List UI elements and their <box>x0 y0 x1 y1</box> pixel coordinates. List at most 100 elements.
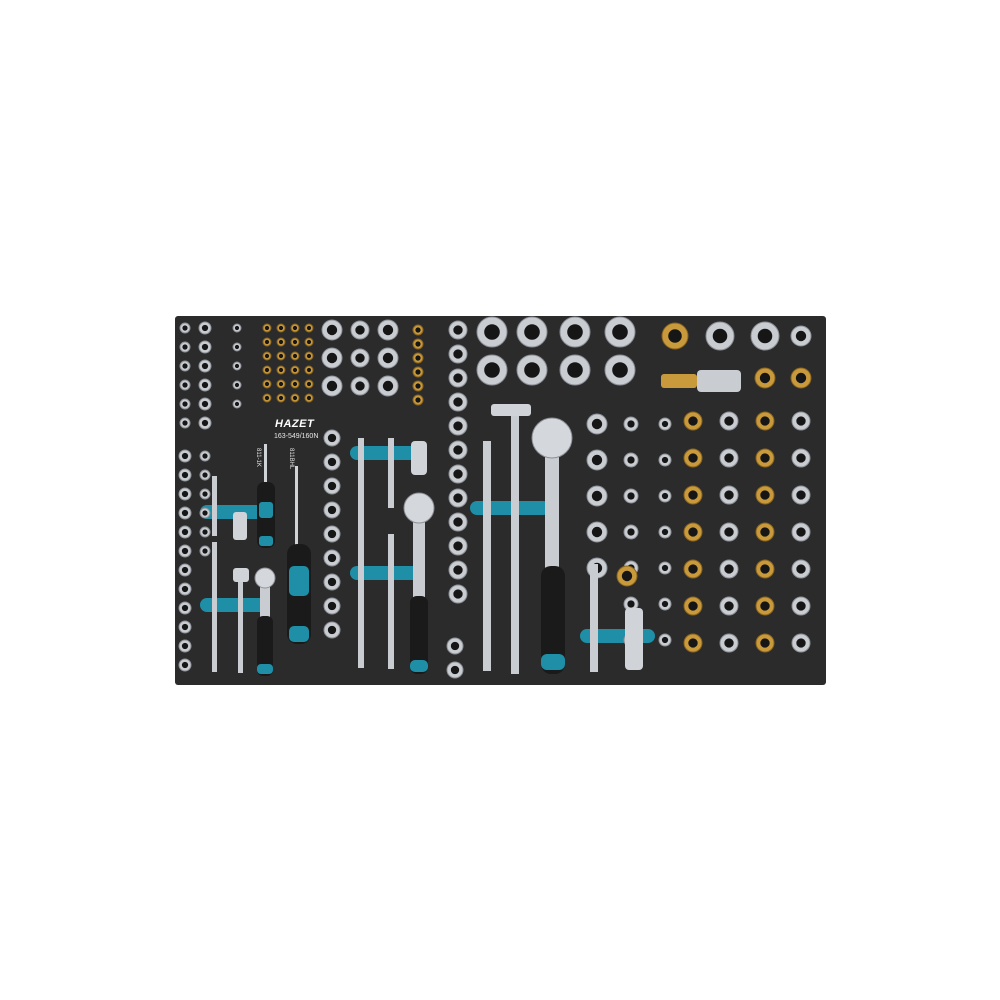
socket <box>323 573 341 591</box>
bit-socket <box>616 565 638 587</box>
universal-joint <box>411 441 427 475</box>
socket <box>179 417 191 429</box>
extension-bar <box>238 578 243 673</box>
bit-socket <box>304 393 314 403</box>
socket <box>232 380 242 390</box>
socket <box>179 322 191 334</box>
socket <box>448 368 468 388</box>
bit-socket <box>290 323 300 333</box>
bit-socket <box>412 324 424 336</box>
socket <box>446 661 464 679</box>
bit-socket <box>290 393 300 403</box>
bit-socket <box>412 338 424 350</box>
socket <box>448 560 468 580</box>
socket <box>232 342 242 352</box>
bit-socket <box>412 394 424 406</box>
socket <box>199 507 211 519</box>
large-ratchet <box>531 417 573 674</box>
bit-socket <box>755 559 775 579</box>
socket <box>350 376 370 396</box>
bit-socket <box>683 522 703 542</box>
extension-bar <box>358 438 364 668</box>
socket <box>323 501 341 519</box>
bit-socket <box>262 351 272 361</box>
socket <box>476 354 508 386</box>
socket <box>199 488 211 500</box>
socket <box>323 549 341 567</box>
socket <box>750 321 780 351</box>
socket <box>705 321 735 351</box>
bit-socket <box>290 337 300 347</box>
bit-socket <box>412 380 424 392</box>
socket <box>791 485 811 505</box>
socket <box>448 320 468 340</box>
teal-strip <box>200 505 270 519</box>
tray-artwork <box>178 316 812 679</box>
socket <box>623 452 639 468</box>
socket <box>178 487 192 501</box>
socket <box>323 621 341 639</box>
bit-socket <box>755 522 775 542</box>
socket <box>658 597 672 611</box>
bit-socket <box>683 596 703 616</box>
teal-strip <box>470 501 550 515</box>
bit-socket <box>412 352 424 364</box>
socket <box>448 584 468 604</box>
socket <box>232 323 242 333</box>
socket <box>323 453 341 471</box>
extension-bar <box>590 564 598 672</box>
socket <box>791 559 811 579</box>
bit-holder <box>661 374 697 388</box>
socket <box>658 525 672 539</box>
sliding-t-handle <box>491 404 531 416</box>
socket <box>178 658 192 672</box>
socket <box>350 320 370 340</box>
socket <box>719 559 739 579</box>
socket <box>658 489 672 503</box>
bit-socket <box>683 633 703 653</box>
socket <box>623 416 639 432</box>
screwdriver-1-label: 811-1K <box>255 448 261 467</box>
socket <box>323 525 341 543</box>
socket <box>198 397 212 411</box>
bit-socket <box>290 351 300 361</box>
socket <box>448 440 468 460</box>
bit-socket <box>262 323 272 333</box>
medium-ratchet <box>403 492 435 674</box>
socket <box>791 633 811 653</box>
socket <box>791 411 811 431</box>
socket <box>377 347 399 369</box>
socket <box>321 347 343 369</box>
bit-socket <box>262 337 272 347</box>
socket <box>719 448 739 468</box>
universal-joint <box>233 512 247 540</box>
socket <box>448 344 468 364</box>
socket <box>350 348 370 368</box>
socket <box>199 526 211 538</box>
socket <box>623 524 639 540</box>
socket <box>321 319 343 341</box>
small-ratchet <box>254 567 276 676</box>
socket <box>323 429 341 447</box>
socket <box>516 316 548 348</box>
socket <box>178 525 192 539</box>
socket <box>719 596 739 616</box>
socket <box>198 378 212 392</box>
screwdriver-811-1k <box>257 444 275 548</box>
extension-bar <box>388 438 394 508</box>
socket <box>178 563 192 577</box>
tool-group <box>212 370 741 676</box>
screwdriver-811bhl <box>287 466 311 644</box>
bit-socket <box>262 379 272 389</box>
socket <box>604 316 636 348</box>
socket <box>198 359 212 373</box>
bit-socket <box>304 337 314 347</box>
bit-socket <box>755 596 775 616</box>
bit-socket <box>683 559 703 579</box>
socket <box>179 341 191 353</box>
socket <box>178 506 192 520</box>
bit-socket <box>754 367 776 389</box>
socket <box>323 477 341 495</box>
socket <box>199 545 211 557</box>
teal-strip <box>200 598 270 612</box>
